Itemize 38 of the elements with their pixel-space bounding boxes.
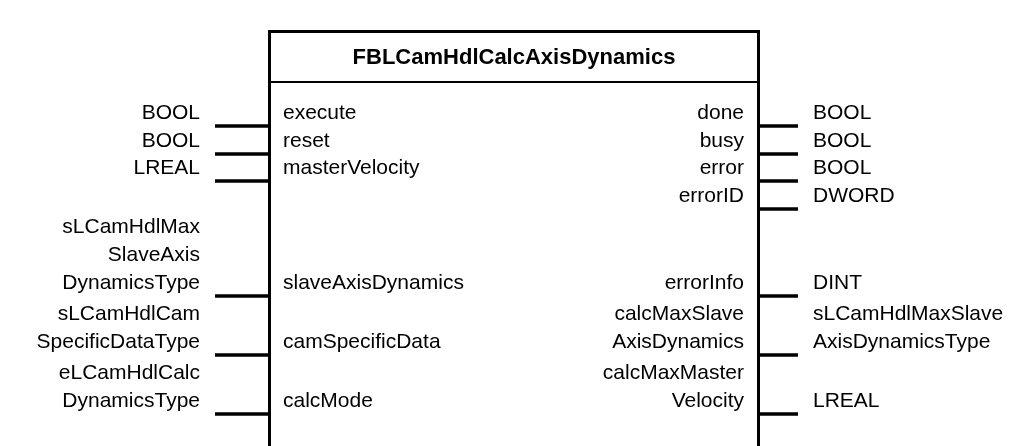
pin-line <box>757 152 798 156</box>
data-type-label: BOOL <box>798 126 1033 154</box>
data-type-label: eLCamHdlCalc DynamicsType <box>50 358 215 414</box>
pin-line <box>215 124 271 128</box>
data-type-label: sLCamHdlMaxSlave AxisDynamicsType <box>798 299 1003 355</box>
block-title: FBLCamHdlCalcAxisDynamics <box>271 33 757 83</box>
pin-line <box>757 353 798 357</box>
pin-line <box>215 179 271 183</box>
data-type-label: BOOL <box>0 126 215 154</box>
pin-name: calcMode <box>271 386 373 414</box>
pin-line <box>215 353 271 357</box>
data-type-label: BOOL <box>798 153 1033 181</box>
pin-name: slaveAxisDynamics <box>271 268 464 296</box>
pin-line <box>215 294 271 298</box>
pin-name: execute <box>271 98 357 126</box>
pin-line <box>757 207 798 211</box>
pin-line <box>757 412 798 416</box>
pin-name: camSpecificData <box>271 327 441 355</box>
data-type-label: LREAL <box>0 153 215 181</box>
pin-name: calcMaxMaster Velocity <box>594 358 757 414</box>
pin-line <box>215 412 271 416</box>
pin-name: reset <box>271 126 330 154</box>
pin-name: masterVelocity <box>271 153 420 181</box>
data-type-label: DINT <box>798 268 1033 296</box>
pin-line <box>215 152 271 156</box>
pin-name: error <box>699 153 757 181</box>
pin-name: busy <box>699 126 757 154</box>
pin-line <box>757 124 798 128</box>
pin-line <box>757 179 798 183</box>
pin-name: errorID <box>678 181 757 209</box>
data-type-label: LREAL <box>798 386 1033 414</box>
pin-line <box>757 294 798 298</box>
pin-name: errorInfo <box>664 268 757 296</box>
data-type-label: BOOL <box>798 98 1033 126</box>
data-type-label: BOOL <box>0 98 215 126</box>
data-type-label: DWORD <box>798 181 1033 209</box>
function-block <box>268 30 760 446</box>
pin-name: done <box>697 98 757 126</box>
